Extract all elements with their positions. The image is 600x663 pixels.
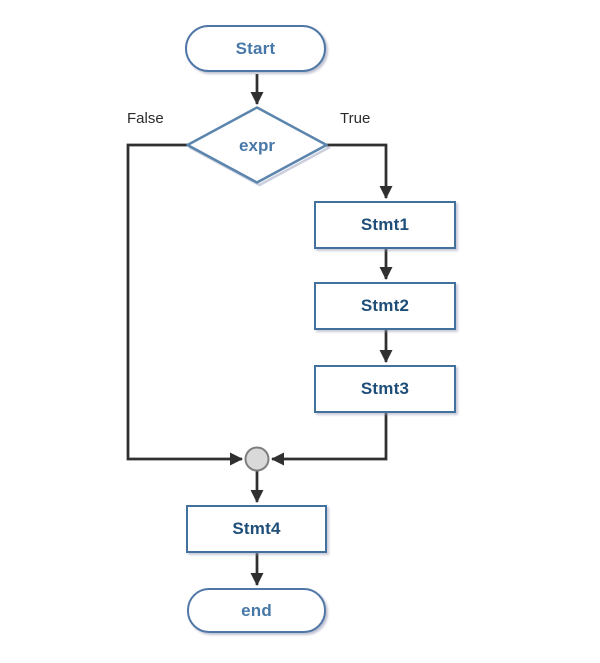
end-node: end — [187, 588, 326, 633]
stmt3-node: Stmt3 — [314, 365, 456, 413]
stmt1-node-label: Stmt1 — [360, 215, 410, 234]
false-branch-label: False — [127, 110, 164, 127]
stmt1-node: Stmt1 — [314, 201, 456, 249]
false-branch-label-text: False — [127, 110, 164, 127]
connector-stmt3-to-merge — [271, 413, 388, 466]
stmt3-node-label: Stmt3 — [360, 379, 410, 398]
expr-diamond-shape — [186, 106, 328, 184]
true-branch-label-text: True — [340, 110, 371, 127]
stmt2-node: Stmt2 — [314, 282, 456, 330]
start-node-label: Start — [235, 38, 276, 58]
stmt2-node-label: Stmt2 — [360, 296, 410, 315]
stmt4-node-label: Stmt4 — [232, 519, 281, 538]
start-node: Start — [185, 25, 326, 72]
connector-false-branch — [126, 143, 243, 466]
connector-true-branch — [324, 143, 393, 199]
end-node-label: end — [241, 600, 272, 620]
merge-junction-circle — [244, 446, 270, 472]
true-branch-label: True — [340, 110, 370, 127]
stmt4-node: Stmt4 — [186, 505, 327, 553]
